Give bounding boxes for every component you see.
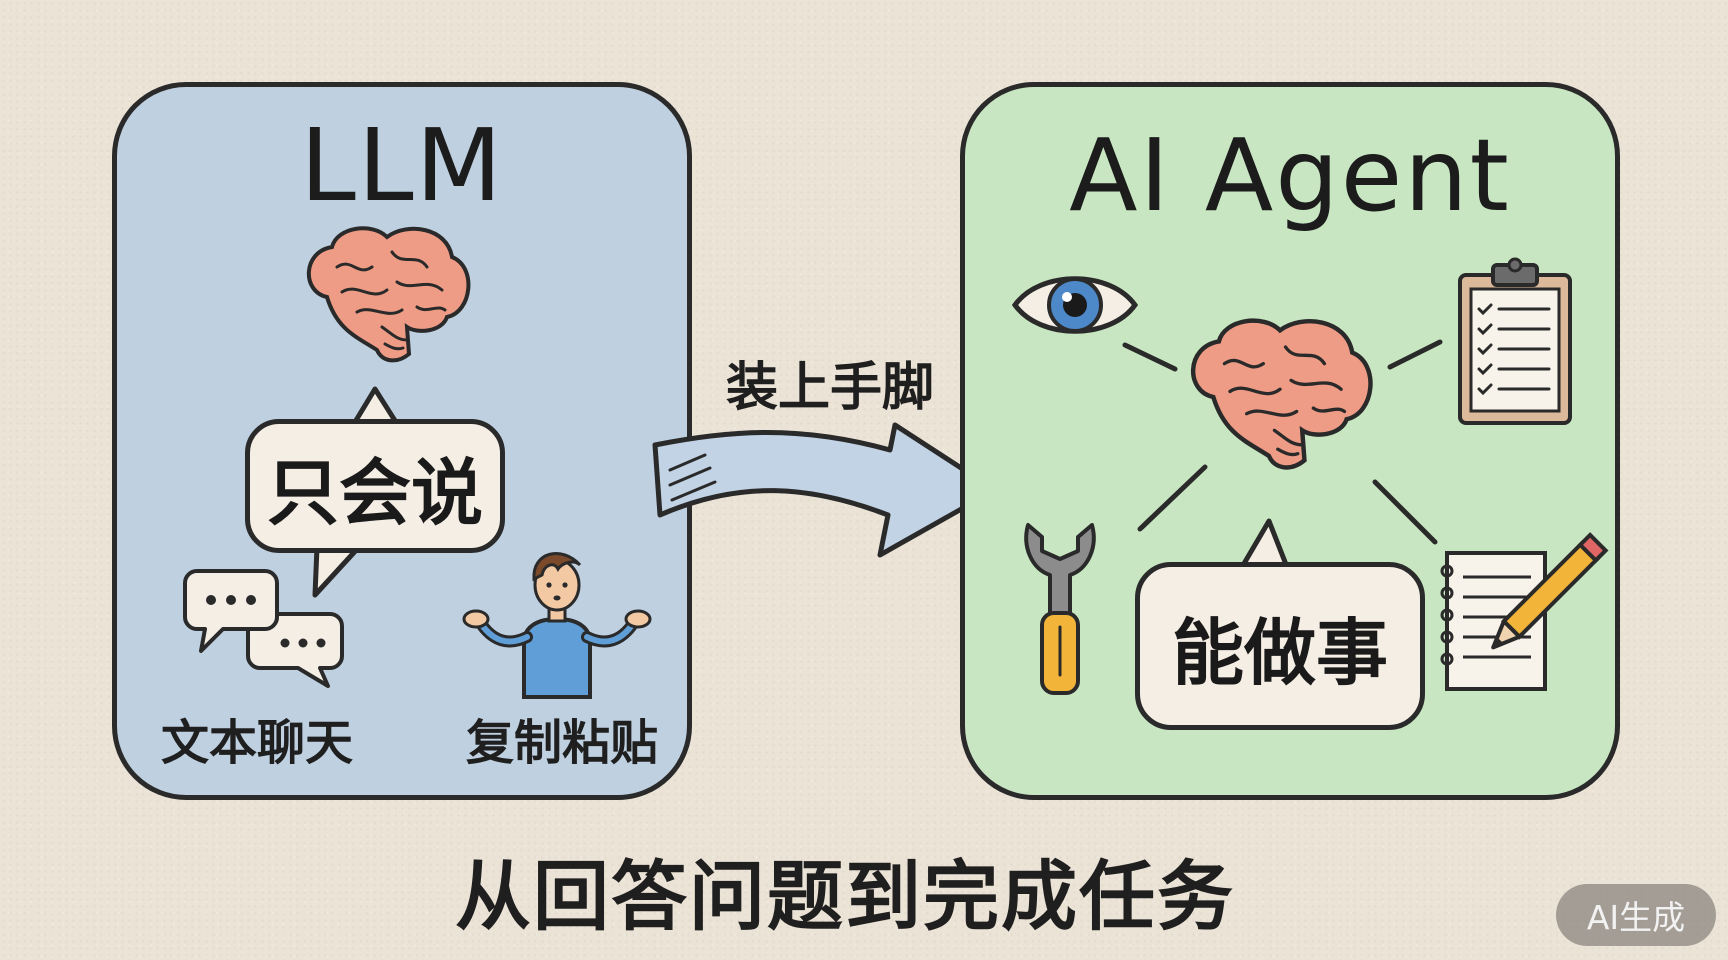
brain-icon [306, 226, 471, 363]
arrow-label: 装上手脚 [725, 358, 934, 418]
shrugging-person-icon [462, 552, 652, 699]
ai-generated-badge: AI生成 [1556, 884, 1716, 946]
llm-label-chat: 文本聊天 [160, 715, 353, 771]
clipboard-icon [1458, 257, 1572, 425]
wrench-icon [1024, 523, 1096, 695]
bottom-caption: 从回答问题到完成任务 [455, 852, 1235, 941]
llm-label-copy: 复制粘贴 [465, 715, 658, 771]
llm-title: LLM [300, 107, 504, 224]
chat-bubbles-icon [183, 569, 344, 688]
llm-bubble-text: 只会说 [266, 450, 483, 535]
connector-lines [1122, 339, 1443, 545]
eye-icon [1011, 276, 1139, 334]
agent-title: AI Agent [1069, 117, 1511, 234]
notepad-pencil-icon [1440, 532, 1609, 691]
agent-panel: AI Agent [960, 82, 1620, 800]
agent-speech-bubble: 能做事 [1135, 562, 1425, 730]
arrow-icon [652, 422, 998, 558]
llm-speech-bubble: 只会说 [245, 419, 505, 553]
brain-icon [1190, 318, 1373, 470]
agent-bubble-text: 能做事 [1171, 610, 1388, 695]
bubble-tail-up [1239, 518, 1290, 570]
llm-panel: LLM 只会说 文本聊天 复制粘贴 [112, 82, 692, 800]
